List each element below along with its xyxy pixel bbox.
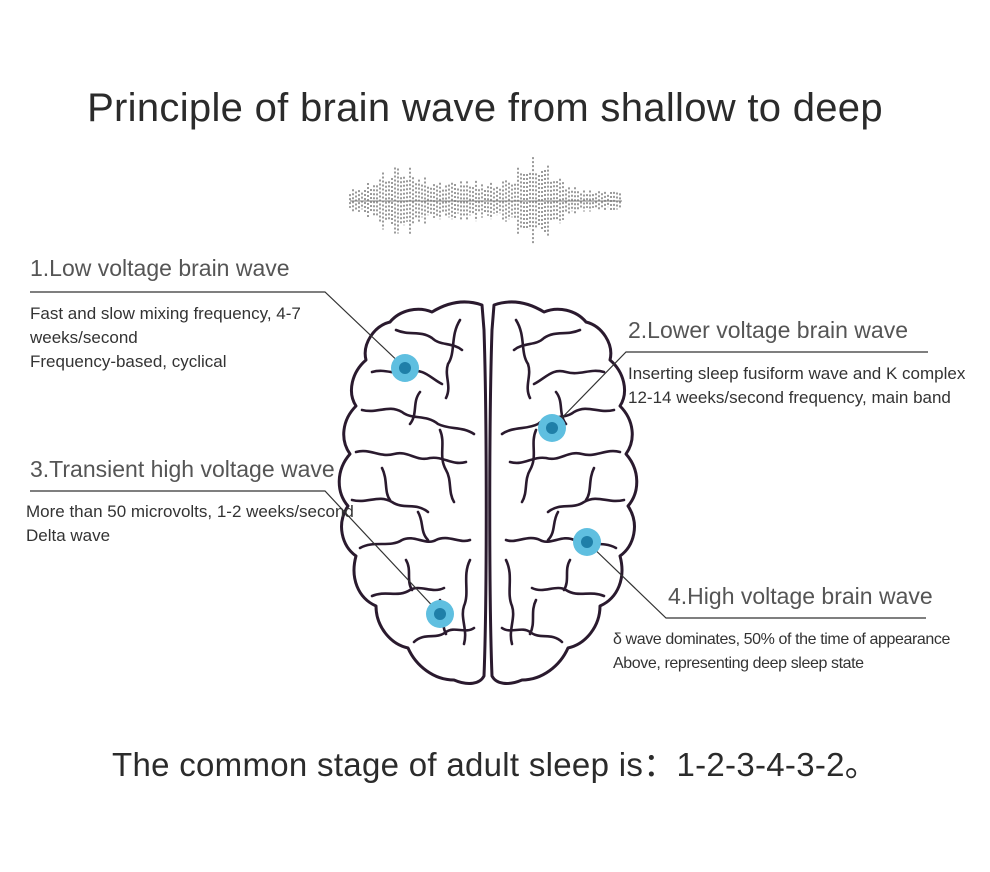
marker-dot-icon [426, 600, 454, 628]
wave-4-line: Above, representing deep sleep state [613, 655, 864, 672]
wave-4-line: δ wave dominates, 50% of the time of app… [613, 631, 950, 648]
wave-2-description: Inserting sleep fusiform wave and K comp… [628, 362, 965, 410]
wave-1-title: 1.Low voltage brain wave [30, 255, 290, 281]
leader-line-2 [551, 351, 928, 429]
wave-1-line: Fast and slow mixing frequency, 4-7 [30, 304, 301, 323]
wave-3-line: More than 50 microvolts, 1-2 weeks/secon… [26, 502, 354, 521]
wave-1-line: weeks/second [30, 328, 138, 347]
wave-2-title: 2.Lower voltage brain wave [628, 317, 908, 343]
right-gyri [500, 318, 626, 646]
wave-1-line: Frequency-based, cyclical [30, 352, 227, 371]
wave-4-title: 4.High voltage brain wave [668, 583, 933, 609]
leader-line-1 [30, 291, 406, 369]
page-title: Principle of brain wave from shallow to … [87, 86, 883, 130]
sleep-stage-summary: The common stage of adult sleep is：1-2-3… [112, 746, 879, 783]
leader-lines [30, 291, 928, 619]
wave-3-title: 3.Transient high voltage wave [30, 456, 335, 482]
soundwave-icon [349, 157, 622, 245]
marker-dot-icon [573, 528, 601, 556]
wave-1-description: Fast and slow mixing frequency, 4-7 week… [30, 302, 301, 374]
marker-dot-icon [391, 354, 419, 382]
brain-right-hemisphere [488, 300, 639, 685]
markers [391, 354, 601, 628]
left-gyri [350, 318, 476, 646]
marker-dot-icon [538, 414, 566, 442]
brain-illustration [337, 300, 639, 685]
leader-line-4 [586, 541, 926, 619]
brain-left-hemisphere [337, 300, 488, 685]
wave-3-description: More than 50 microvolts, 1-2 weeks/secon… [26, 500, 354, 548]
wave-2-line: Inserting sleep fusiform wave and K comp… [628, 364, 966, 383]
leader-line-3 [30, 490, 441, 615]
wave-4-description: δ wave dominates, 50% of the time of app… [613, 628, 950, 676]
wave-3-line: Delta wave [26, 526, 111, 545]
wave-2-line: 12-14 weeks/second frequency, main band [628, 388, 951, 407]
